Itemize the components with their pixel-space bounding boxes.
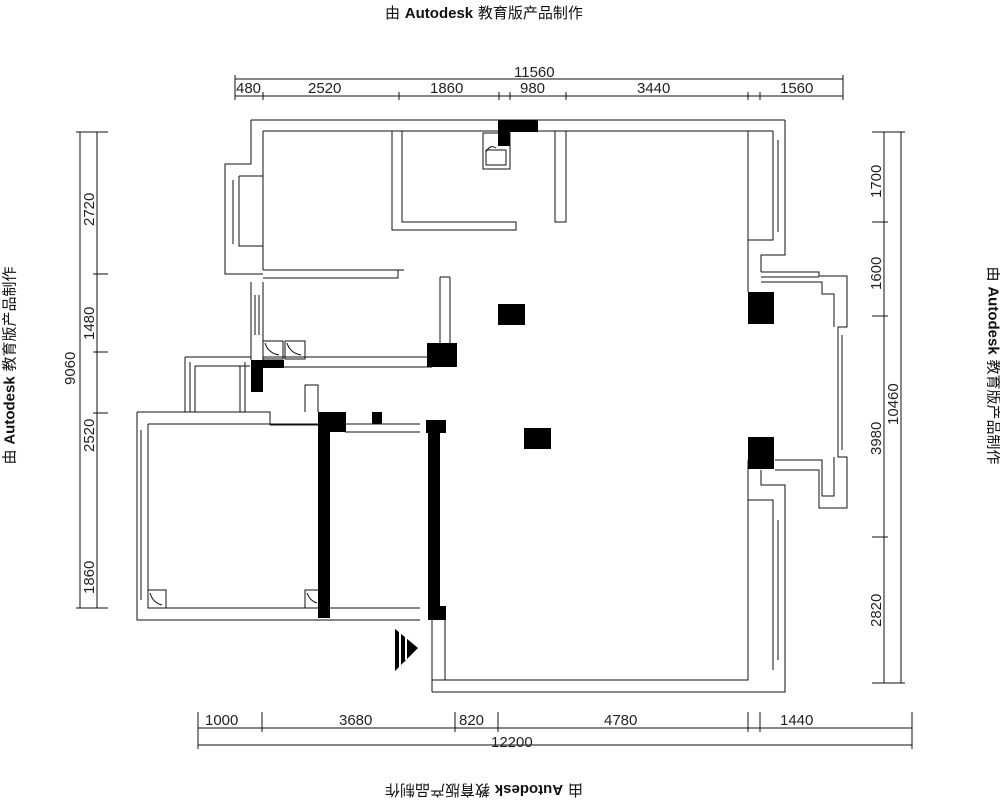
- interior-walls: [263, 131, 567, 433]
- dim-left-2: 2520: [81, 419, 98, 452]
- dim-right-2: 3980: [868, 422, 885, 455]
- dim-top-2: 1860: [430, 80, 463, 97]
- dim-left-3: 1860: [81, 561, 98, 594]
- dim-right-1: 1600: [868, 257, 885, 290]
- shaft-bl-2: [304, 589, 320, 609]
- column-center-1: [498, 304, 525, 325]
- dim-top-0: 480: [236, 80, 261, 97]
- dim-top-total: 11560: [514, 64, 555, 81]
- dimension-right: 1700 1600 3980 10460 2820: [868, 131, 905, 684]
- column-bl-3: [372, 412, 382, 424]
- shaft-mid-2: [284, 340, 306, 360]
- column-b-3: [428, 606, 446, 620]
- dim-bottom-1: 3680: [339, 712, 372, 729]
- dim-right-0: 1700: [868, 165, 885, 198]
- watermark-brand: Autodesk: [404, 5, 474, 22]
- exterior-walls: [136, 119, 848, 693]
- dimension-top: 11560 480 2520 1860 980 3440 1560: [234, 64, 844, 100]
- dim-top-3: 980: [520, 80, 545, 97]
- column-b-2: [428, 420, 440, 618]
- shaft-top: [482, 132, 511, 170]
- dim-left-1: 1480: [81, 307, 98, 340]
- columns: [251, 120, 774, 620]
- dim-right-total: 10460: [885, 383, 902, 425]
- column-mid-left-2: [251, 360, 263, 392]
- column-top-2: [498, 120, 510, 146]
- dim-bottom-4: 1440: [780, 712, 813, 729]
- column-mid-right: [427, 343, 457, 367]
- shaft-top-inner: [485, 149, 507, 166]
- column-right-1: [748, 292, 774, 324]
- dimension-bottom: 1000 3680 820 4780 1440 12200: [197, 712, 913, 751]
- shaft-mid-1: [262, 340, 284, 360]
- column-bl-2: [318, 412, 346, 432]
- shaft-bl-1: [147, 589, 167, 609]
- watermark-suffix: 教育版产品制作: [477, 4, 583, 22]
- fixtures: [147, 132, 511, 609]
- column-center-2: [524, 428, 551, 449]
- column-bl-1: [318, 412, 330, 618]
- watermark-top: 由 Autodesk 教育版产品制作: [385, 2, 583, 23]
- dim-top-4: 3440: [637, 80, 670, 97]
- dim-top-5: 1560: [780, 80, 813, 97]
- dim-bottom-3: 4780: [604, 712, 637, 729]
- entry-arrow-icon: [393, 628, 418, 672]
- dim-bottom-0: 1000: [205, 712, 238, 729]
- dim-top-1: 2520: [308, 80, 341, 97]
- dim-right-3: 2820: [868, 594, 885, 627]
- dim-bottom-2: 820: [459, 712, 484, 729]
- dim-bottom-total: 12200: [491, 734, 533, 751]
- column-mid-left: [251, 360, 284, 368]
- column-right-2: [748, 437, 774, 469]
- dim-left-total: 9060: [62, 352, 79, 385]
- watermark-prefix: 由: [385, 4, 401, 22]
- dimension-left: 9060 2720 1480 2520 1860: [62, 131, 108, 609]
- dim-left-0: 2720: [81, 193, 98, 226]
